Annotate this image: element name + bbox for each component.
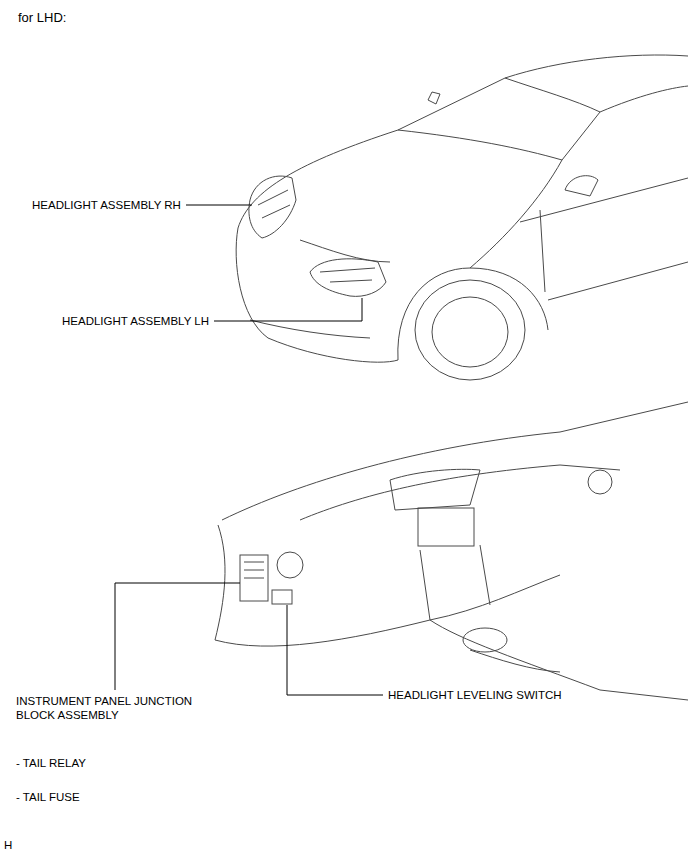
part-label: HEADLIGHT LEVELING SWITCH: [388, 688, 562, 702]
bumper-line: [250, 320, 370, 338]
side-vent: [588, 470, 612, 494]
leader-line: [287, 605, 383, 695]
tire: [415, 280, 525, 380]
wheel-arch: [398, 268, 548, 360]
headlight-rh-detail: [258, 190, 290, 218]
dash-top: [222, 402, 688, 520]
car-drawing: [236, 55, 688, 380]
center-display: [418, 508, 474, 546]
fender-edge: [470, 160, 562, 268]
headlight-lh: [310, 259, 386, 297]
page-title: for LHD:: [18, 10, 66, 26]
part-label: HEADLIGHT ASSEMBLY RH: [32, 198, 181, 212]
part-label: - TAIL RELAY: [16, 756, 86, 770]
window-line: [600, 86, 688, 112]
door-line: [540, 210, 545, 292]
dashboard-drawing: [215, 402, 688, 700]
side-vent: [277, 552, 303, 578]
side-sill: [548, 262, 688, 300]
junction-block: [240, 555, 268, 601]
leader-line: [186, 205, 252, 206]
console-edge: [470, 650, 560, 672]
dash-crease: [300, 465, 620, 520]
front-bumper: [236, 228, 398, 362]
a-pillar: [505, 78, 600, 160]
hood-edge: [238, 130, 398, 228]
part-label: INSTRUMENT PANEL JUNCTION BLOCK ASSEMBLY: [16, 694, 216, 722]
center-stack: [420, 545, 490, 620]
headlight-lh-detail: [320, 268, 375, 282]
roof-line: [398, 55, 688, 130]
leader-line: [115, 583, 240, 690]
dash-bottom: [215, 575, 560, 646]
meter-hood: [390, 469, 480, 510]
wheel-rim: [432, 297, 508, 367]
headlight-rh: [249, 176, 296, 238]
cowl-line: [398, 130, 562, 160]
leveling-switch: [272, 590, 292, 604]
part-label: H: [4, 838, 12, 852]
junction-block-detail: [244, 562, 264, 578]
antenna: [428, 92, 440, 104]
leader-lines: [115, 205, 383, 695]
belt-line: [520, 178, 688, 222]
shift-knob: [463, 628, 507, 652]
part-label: - TAIL FUSE: [16, 790, 80, 804]
leader-line: [214, 298, 362, 321]
door-mirror: [565, 176, 598, 196]
part-label: HEADLIGHT ASSEMBLY LH: [62, 314, 209, 328]
console: [430, 620, 688, 700]
